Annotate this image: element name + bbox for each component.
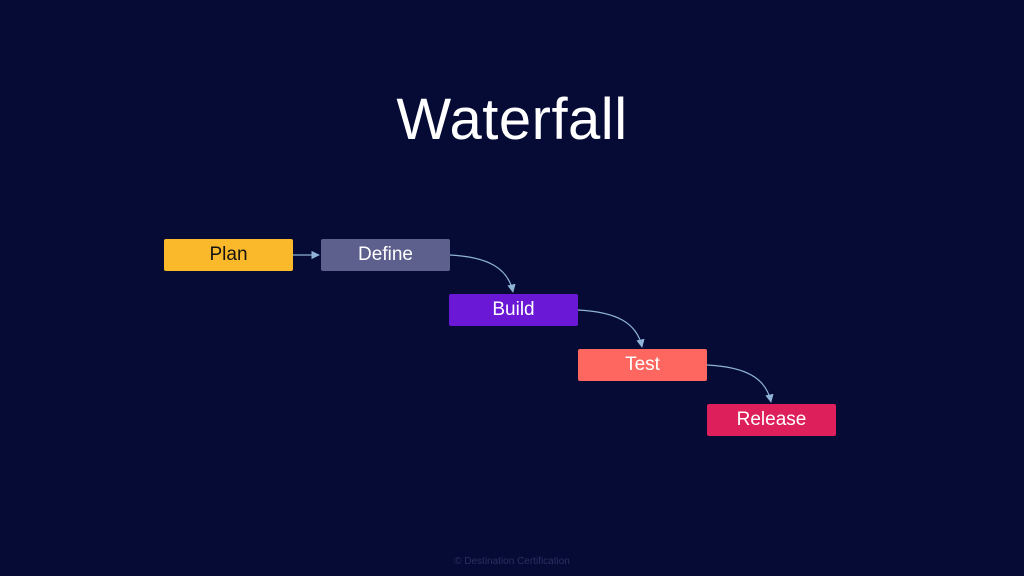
test-to-release-arrow <box>706 364 774 403</box>
build-to-test-arrow <box>577 309 645 348</box>
stage-test: Test <box>578 349 707 381</box>
define-to-build-arrow <box>449 254 516 293</box>
stage-test-label: Test <box>625 354 660 375</box>
stage-build-label: Build <box>492 299 535 320</box>
stage-plan-label: Plan <box>209 244 248 265</box>
stage-release: Release <box>707 404 836 436</box>
stage-release-label: Release <box>736 409 807 430</box>
stage-plan: Plan <box>164 239 293 271</box>
stage-define-label: Define <box>358 244 413 265</box>
stage-define: Define <box>321 239 450 271</box>
stage-build: Build <box>449 294 578 326</box>
slide-title: Waterfall <box>396 87 628 152</box>
copyright-footer: © Destination Certification <box>454 556 570 567</box>
